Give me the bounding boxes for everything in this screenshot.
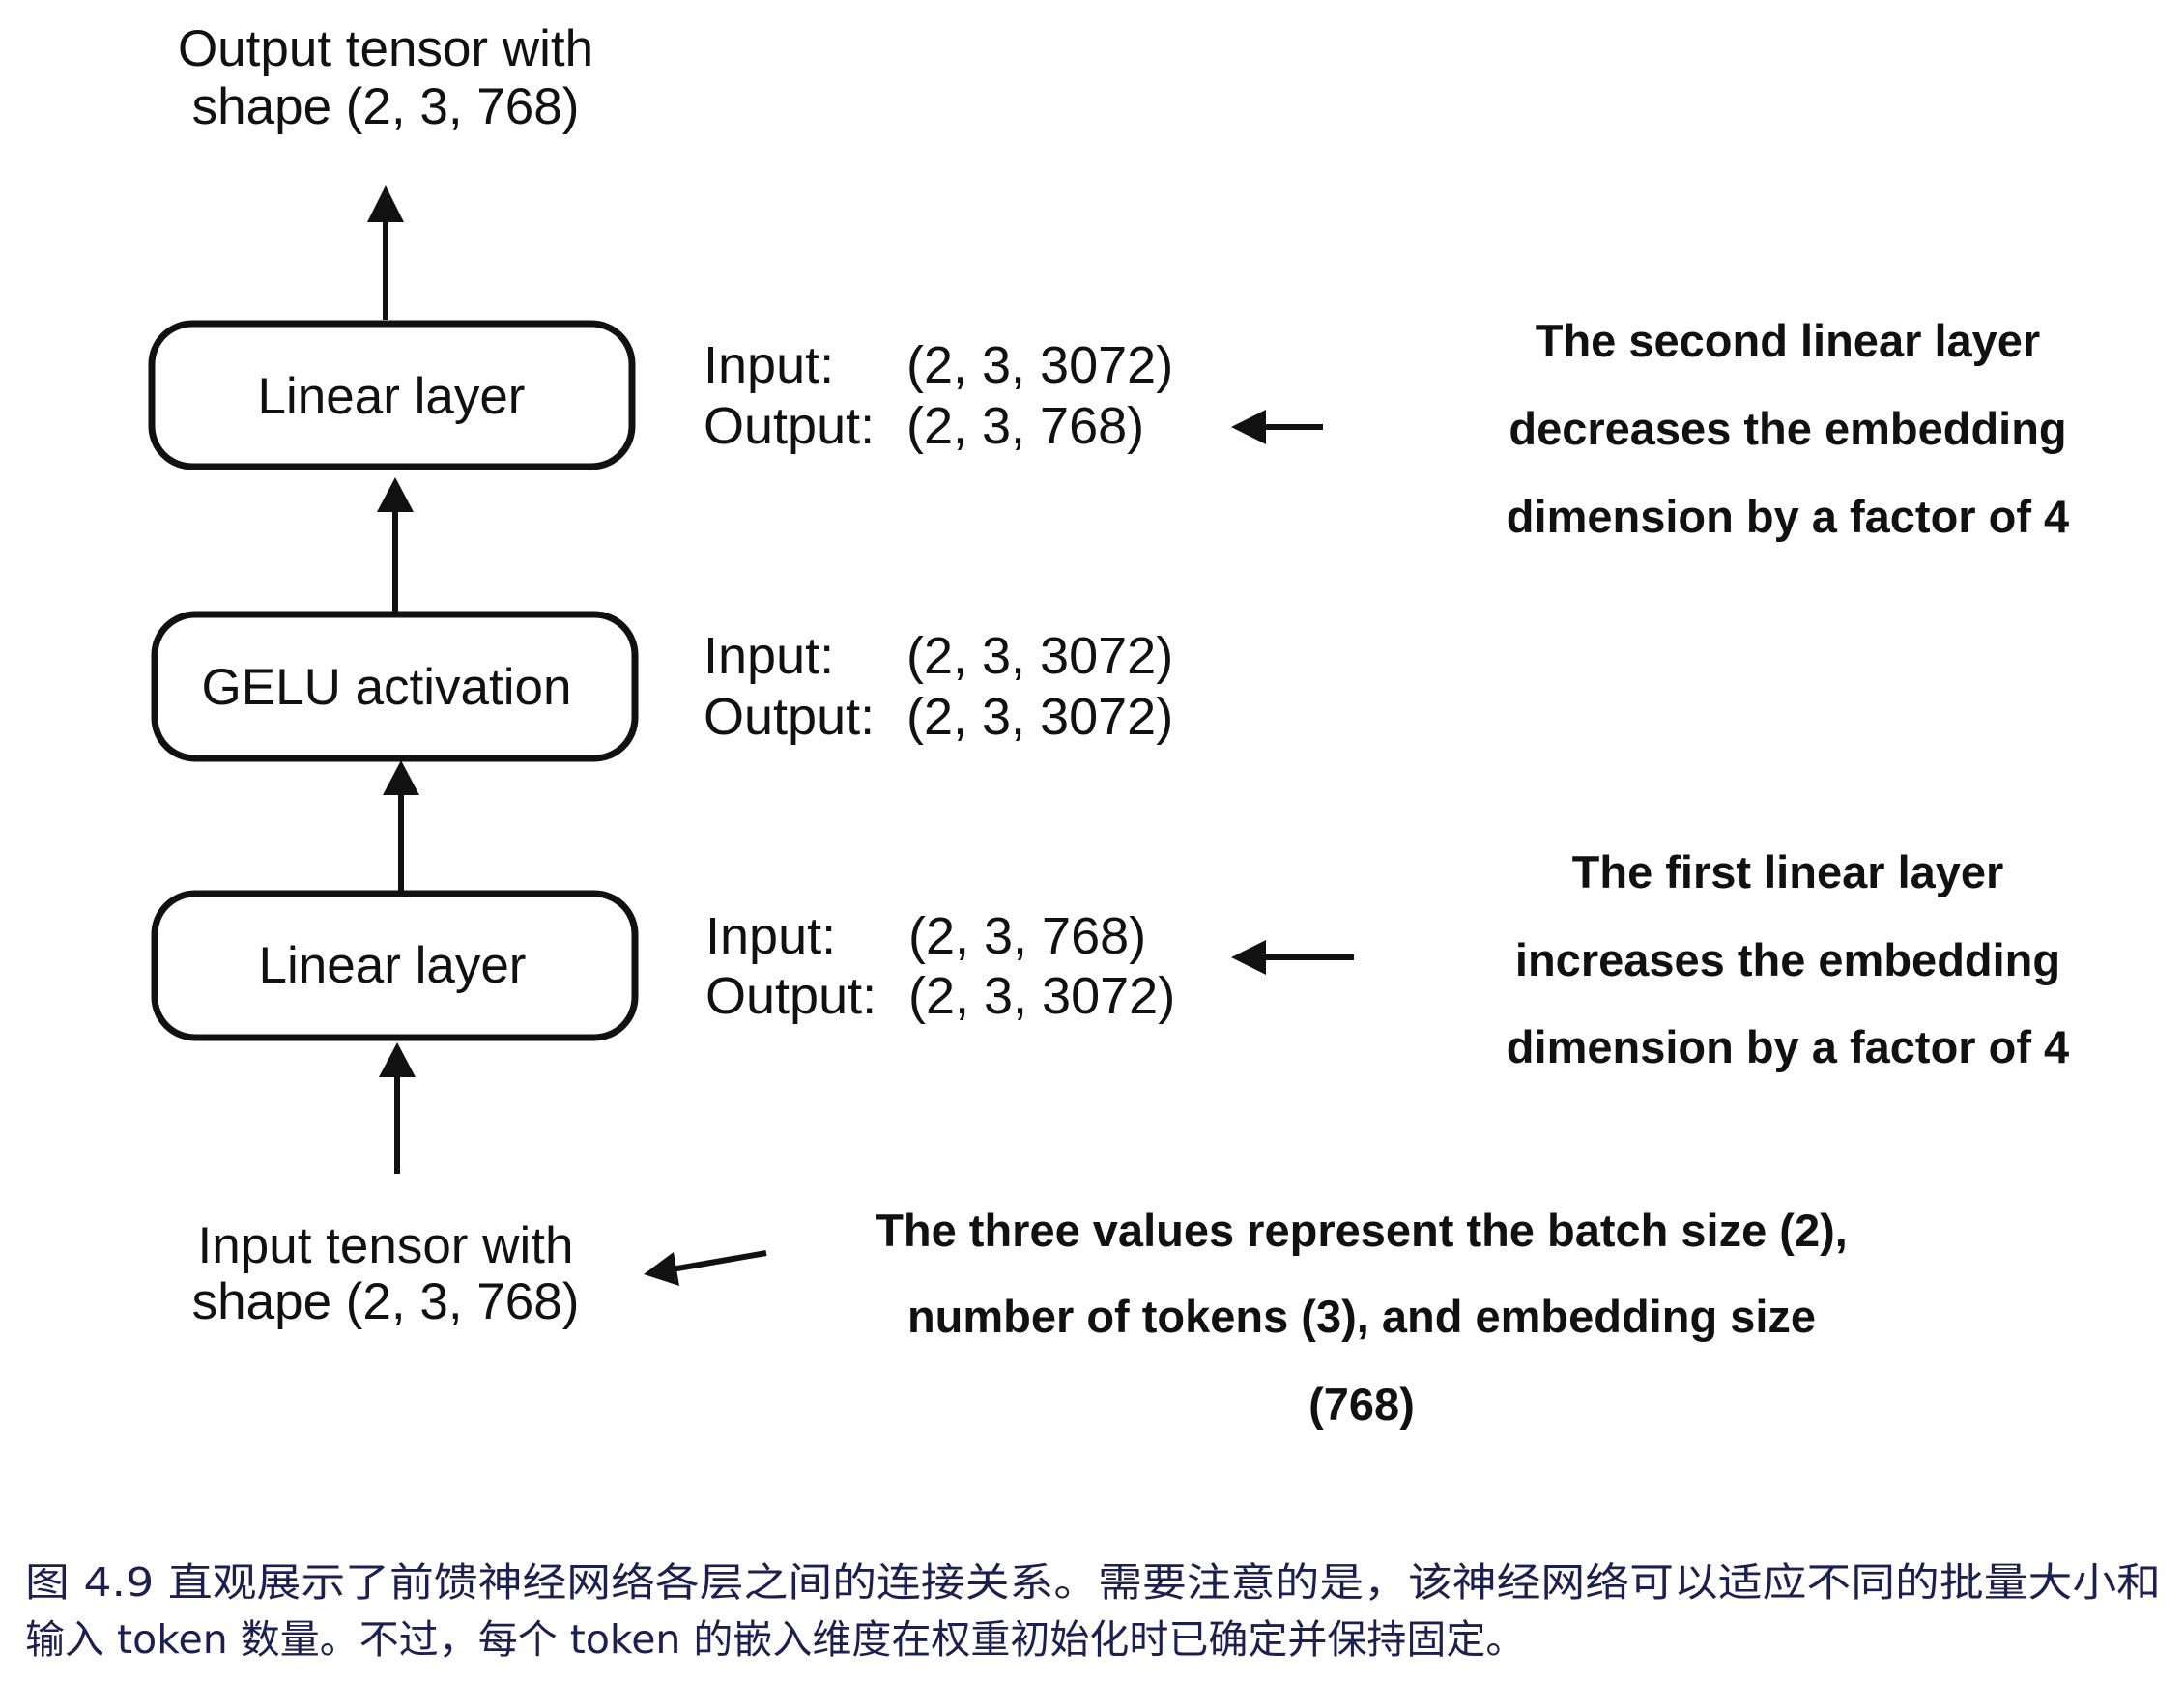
linear-layer-1-label: Linear layer <box>259 937 527 994</box>
note-line: decreases the embedding <box>1509 403 2066 454</box>
first-linear-note: The first linear layer increases the emb… <box>1507 846 2069 1072</box>
caption-line1: 图 4.9 直观展示了前馈神经网络各层之间的连接关系。需要注意的是，该神经网络可… <box>25 1559 2161 1606</box>
linear-layer-2-label: Linear layer <box>258 368 526 425</box>
output-label: Output: <box>704 688 875 746</box>
caption-line2: 输入 token 数量。不过，每个 token 的嵌入维度在权重初始化时已确定并… <box>25 1616 1525 1663</box>
note-line: The second linear layer <box>1536 315 2040 366</box>
output-value: (2, 3, 3072) <box>908 967 1175 1025</box>
figure-caption: 图 4.9 直观展示了前馈神经网络各层之间的连接关系。需要注意的是，该神经网络可… <box>25 1559 2161 1663</box>
second-linear-note: The second linear layer decreases the em… <box>1507 315 2069 542</box>
note-line: dimension by a factor of 4 <box>1507 1021 2069 1072</box>
arrow-input-shape-note <box>644 1250 767 1286</box>
gelu-activation-box: GELU activation <box>151 611 639 762</box>
output-label: Output: <box>705 967 876 1025</box>
linear-layer-2-shapes: Input: (2, 3, 3072) Output: (2, 3, 768) <box>704 336 1173 455</box>
input-shape-note: The three values represent the batch siz… <box>876 1205 1848 1430</box>
arrow-linear1-to-gelu <box>383 760 419 891</box>
arrow-to-output <box>367 185 404 320</box>
arrow-gelu-to-linear2 <box>377 477 414 613</box>
input-label: Input: <box>705 907 836 965</box>
input-value: (2, 3, 3072) <box>906 336 1173 394</box>
output-tensor-line2: shape (2, 3, 768) <box>192 78 580 135</box>
input-label: Input: <box>704 627 834 685</box>
note-line: The three values represent the batch siz… <box>876 1205 1848 1256</box>
note-line: increases the embedding <box>1515 934 2060 985</box>
input-tensor-line2: shape (2, 3, 768) <box>192 1273 580 1330</box>
gelu-shapes: Input: (2, 3, 3072) Output: (2, 3, 3072) <box>704 627 1173 746</box>
linear-layer-2-box: Linear layer <box>148 320 636 470</box>
output-value: (2, 3, 3072) <box>906 688 1173 746</box>
arrow-second-linear-note <box>1231 410 1323 444</box>
input-tensor-label: Input tensor with shape (2, 3, 768) <box>192 1217 580 1330</box>
input-value: (2, 3, 768) <box>908 907 1146 965</box>
input-label: Input: <box>704 336 834 394</box>
linear-layer-1-shapes: Input: (2, 3, 768) Output: (2, 3, 3072) <box>705 907 1175 1025</box>
gelu-activation-label: GELU activation <box>202 659 572 716</box>
note-line: number of tokens (3), and embedding size <box>907 1291 1816 1342</box>
output-tensor-label: Output tensor with shape (2, 3, 768) <box>178 20 593 135</box>
input-tensor-line1: Input tensor with <box>198 1217 574 1274</box>
note-line: (768) <box>1308 1379 1415 1430</box>
note-line: dimension by a factor of 4 <box>1507 491 2069 542</box>
linear-layer-1-box: Linear layer <box>151 890 639 1041</box>
arrow-input-to-linear1 <box>379 1042 416 1174</box>
output-tensor-line1: Output tensor with <box>178 20 593 77</box>
arrow-first-linear-note <box>1231 940 1354 975</box>
note-line: The first linear layer <box>1572 846 2004 897</box>
output-value: (2, 3, 768) <box>906 397 1144 455</box>
output-label: Output: <box>704 397 875 455</box>
input-value: (2, 3, 3072) <box>906 627 1173 685</box>
